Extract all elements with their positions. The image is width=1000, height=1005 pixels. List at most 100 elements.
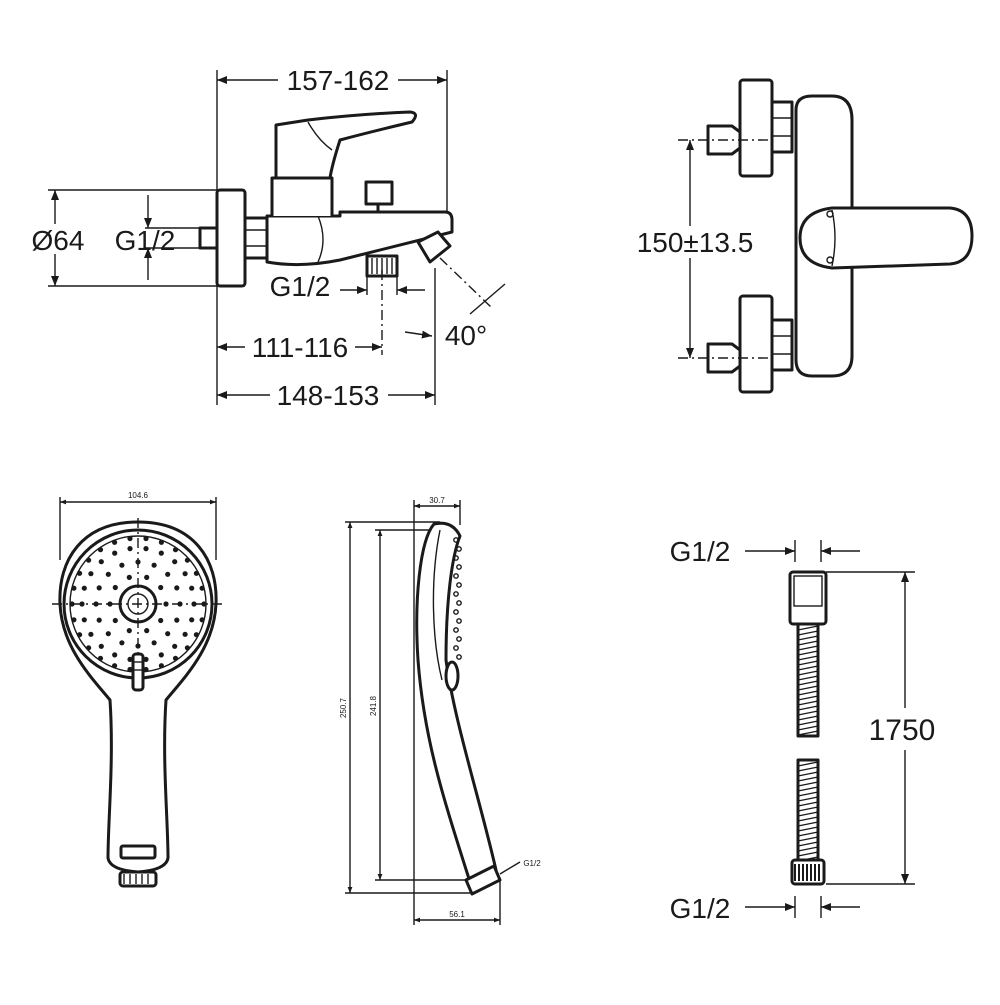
nozzle-dot	[93, 601, 99, 607]
nozzle-dot	[81, 617, 87, 623]
nozzle-dot	[174, 617, 180, 623]
hose-rib	[797, 836, 819, 842]
nozzle-dot	[69, 601, 75, 607]
nozzle-dot	[105, 571, 111, 577]
hose-rib	[797, 781, 819, 787]
shower-nozzles	[69, 535, 207, 673]
hose-bottom-thread: G1/2	[670, 893, 731, 924]
spout-tip	[416, 230, 452, 264]
nozzle-dot	[143, 656, 149, 663]
nozzle-dot	[182, 571, 188, 577]
nozzle-dot	[105, 631, 111, 637]
nozzle-dot	[96, 585, 102, 591]
hose-rib	[797, 640, 819, 646]
nozzle-dot	[172, 655, 179, 661]
cartridge-housing	[270, 176, 334, 218]
side-nozzle	[453, 573, 459, 579]
nozzle-dot	[71, 617, 77, 623]
hose-rib	[797, 710, 819, 716]
hose-rib	[797, 776, 819, 782]
side-nozzle	[456, 564, 462, 570]
hose-rib	[797, 645, 819, 651]
dim-overall-width: 157-162	[287, 65, 390, 96]
nozzle-dot	[88, 571, 94, 577]
wall-flange	[215, 188, 247, 288]
hose-rib	[797, 635, 819, 641]
nozzle-dot	[172, 559, 178, 565]
nozzle-dot	[119, 562, 125, 568]
hose-rib	[797, 786, 819, 792]
nozzle-dot	[88, 631, 94, 637]
top-flange-upper	[738, 78, 774, 178]
nozzle-dot	[112, 652, 118, 658]
top-handle	[798, 206, 974, 270]
dim-center-distance: 150±13.5	[637, 227, 754, 258]
nozzle-dot	[158, 617, 164, 624]
handle-badge	[119, 844, 157, 860]
nozzle-dot	[127, 535, 133, 542]
side-thread-label: G1/2	[523, 859, 541, 868]
lever-handle	[274, 110, 417, 180]
nozzle-dot	[182, 631, 188, 637]
side-nozzle	[453, 645, 459, 651]
nozzle-dot	[127, 546, 133, 552]
shower-side-profile	[415, 521, 498, 884]
nozzle-dot	[189, 617, 195, 623]
dim-outlet-thread: G1/2	[270, 271, 331, 302]
shower-thread	[118, 870, 158, 888]
hose-rib	[797, 791, 819, 797]
top-flange-lower	[738, 294, 774, 394]
nozzle-dot	[201, 601, 207, 607]
side-nozzle	[453, 555, 459, 561]
faucet-side-view: 157-162 Ø64 G1/2 G1/2 111-116 148-153 40…	[28, 64, 506, 411]
dim-spout-angle: 40°	[445, 320, 487, 351]
nozzle-dot	[163, 601, 169, 607]
hose-rib	[797, 705, 819, 711]
side-nozzle	[453, 591, 459, 597]
hose-rib	[797, 846, 819, 852]
nozzle-dot	[193, 632, 199, 638]
hose-rib	[797, 821, 819, 827]
hose-top-connector	[788, 570, 828, 626]
nozzle-dot	[151, 562, 157, 568]
nozzle-dot	[126, 628, 132, 634]
nozzle-dot	[158, 663, 164, 669]
hose-rib	[797, 660, 819, 666]
hose-rib	[797, 700, 819, 706]
hose-rib	[797, 685, 819, 691]
nozzle-dot	[144, 628, 150, 634]
nozzle-dot	[172, 547, 179, 553]
nozzle-dot	[143, 546, 149, 552]
mixer-body	[265, 210, 454, 267]
nozzle-dot	[112, 663, 118, 669]
nozzle-dot	[126, 574, 132, 581]
nozzle-dot	[158, 652, 164, 658]
side-nozzle	[453, 609, 459, 615]
inlet-stub	[198, 226, 219, 250]
side-nozzle	[456, 546, 462, 552]
side-nozzle	[456, 636, 462, 642]
hose-rib	[797, 796, 819, 802]
nozzle-dot	[165, 631, 171, 637]
hose-rib	[797, 675, 819, 681]
shower-hose: G1/2 1750 G1/2	[670, 536, 946, 924]
nozzle-dot	[158, 539, 164, 545]
hose-rib	[797, 771, 819, 777]
hose-rib	[797, 630, 819, 636]
dim-outlet-distance: 111-116	[252, 332, 349, 363]
nozzle-dot	[189, 585, 195, 591]
dim-depth: 30.7	[429, 496, 445, 505]
nozzle-dot	[112, 617, 118, 624]
hose-rib	[797, 816, 819, 822]
nozzle-dot	[135, 643, 141, 649]
dim-inlet-thread: G1/2	[115, 225, 176, 256]
hose-rib	[797, 806, 819, 812]
hose-rib	[797, 670, 819, 676]
nozzle-dot	[71, 585, 77, 591]
nozzle-dot	[79, 601, 85, 607]
nozzle-dot	[184, 645, 190, 651]
nozzle-dot	[199, 585, 205, 591]
nozzle-dot	[165, 571, 171, 577]
